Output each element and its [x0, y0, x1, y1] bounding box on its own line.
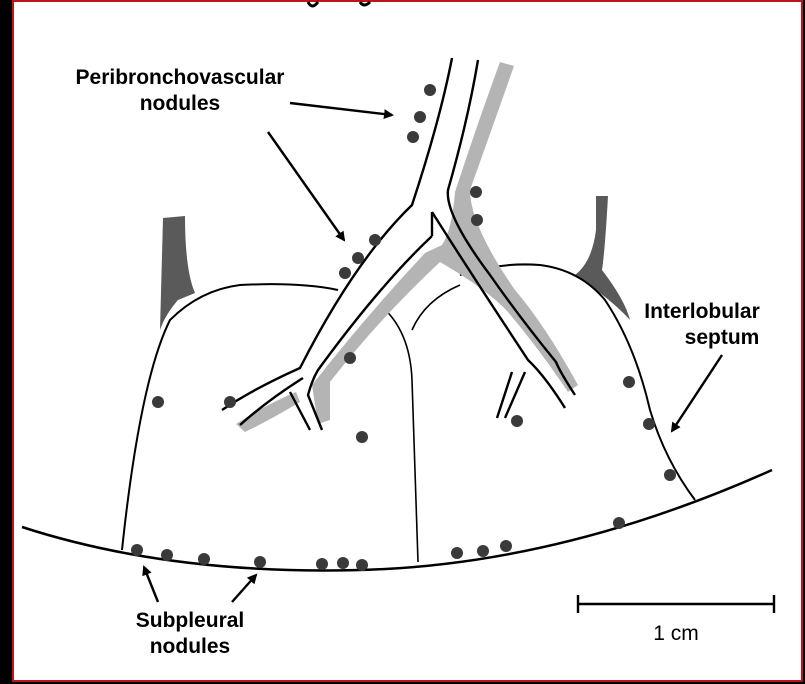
subpleural-label-line2: nodules	[150, 635, 231, 658]
interlobular-label-line2: septum	[685, 326, 760, 349]
nodules	[131, 84, 676, 571]
subpleural-label-line1: Subpleural	[136, 609, 245, 632]
interlobular-label-line1: Interlobular	[644, 300, 760, 323]
nodule	[344, 352, 356, 364]
nodule	[339, 267, 351, 279]
nodule	[356, 559, 368, 571]
nodule	[511, 415, 523, 427]
nodule	[451, 547, 463, 559]
central-septum-branch	[412, 285, 460, 330]
left-lobule	[122, 216, 338, 550]
nodule	[254, 556, 266, 568]
peribronchovascular-label-line2: nodules	[140, 92, 221, 115]
scale-bar	[578, 595, 774, 613]
nodule	[369, 234, 381, 246]
nodule	[470, 186, 482, 198]
nodule	[198, 553, 210, 565]
nodule	[337, 557, 349, 569]
nodule	[414, 111, 426, 123]
nodule	[352, 252, 364, 264]
arrow-to-septum	[672, 355, 722, 431]
nodule	[424, 84, 436, 96]
right-lobule	[460, 196, 695, 500]
nodule	[356, 431, 368, 443]
peribronchovascular-label-line1: Peribronchovascular	[76, 66, 285, 89]
nodule	[316, 558, 328, 570]
nodule	[161, 549, 173, 561]
nodule	[500, 540, 512, 552]
cropped-title-fragment	[308, 2, 370, 6]
nodule	[152, 396, 164, 408]
arrow-to-subpleural-right	[232, 575, 256, 602]
right-septum-fill	[575, 196, 630, 320]
nodule	[643, 418, 655, 430]
left-lobule-outline	[122, 284, 338, 550]
vessel-shadow-left	[236, 392, 300, 432]
scale-bar-label: 1 cm	[653, 622, 699, 645]
nodule	[623, 376, 635, 388]
central-septum	[380, 305, 418, 562]
nodule	[471, 214, 483, 226]
arrow-to-subpleural-left	[144, 567, 158, 602]
nodule	[224, 396, 236, 408]
arrow-to-upper-nodules	[290, 103, 392, 115]
nodule	[131, 544, 143, 556]
arrow-to-lower-nodules	[268, 132, 344, 240]
annotation-arrows	[144, 103, 722, 602]
nodule	[407, 131, 419, 143]
nodule	[664, 469, 676, 481]
nodule	[477, 545, 489, 557]
nodule	[613, 517, 625, 529]
bronchovascular-tree	[222, 58, 575, 430]
